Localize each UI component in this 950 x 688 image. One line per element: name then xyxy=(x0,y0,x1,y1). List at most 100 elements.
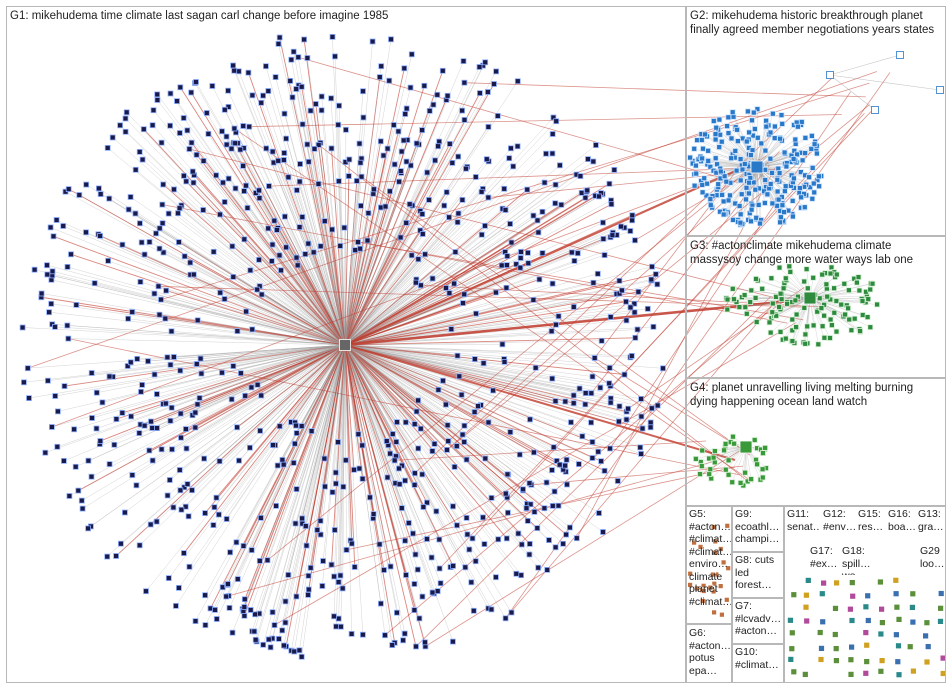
graph-node xyxy=(526,551,533,558)
graph-node xyxy=(50,233,57,240)
graph-node xyxy=(443,189,450,196)
graph-node xyxy=(331,613,337,620)
graph-node xyxy=(730,433,736,440)
graph-node xyxy=(211,504,218,511)
graph-node xyxy=(151,290,158,297)
graph-node xyxy=(97,438,104,444)
graph-node xyxy=(507,429,514,436)
graph-node xyxy=(819,271,826,278)
graph-node xyxy=(691,145,698,152)
graph-node xyxy=(97,191,104,198)
graph-node xyxy=(188,89,195,96)
graph-node xyxy=(184,481,191,488)
graph-node xyxy=(360,114,367,121)
graph-node xyxy=(776,304,782,310)
graph-node xyxy=(136,148,143,155)
graph-node xyxy=(280,157,287,163)
graph-node xyxy=(237,370,244,377)
graph-node xyxy=(265,636,272,643)
graph-node xyxy=(435,386,442,393)
graph-node xyxy=(223,593,230,600)
graph-node xyxy=(774,188,781,195)
graph-node xyxy=(588,419,594,426)
graph-node xyxy=(240,162,247,169)
graph-node xyxy=(248,547,255,553)
graph-node xyxy=(607,314,614,320)
graph-node xyxy=(568,249,575,256)
graph-node xyxy=(476,90,483,96)
graph-node xyxy=(234,424,241,431)
graph-node xyxy=(419,593,426,600)
graph-node xyxy=(535,564,542,571)
graph-node xyxy=(495,536,502,543)
graph-node xyxy=(417,425,424,432)
graph-node xyxy=(699,181,706,188)
graph-node xyxy=(271,217,278,224)
graph-node xyxy=(240,543,247,549)
graph-node xyxy=(132,210,139,217)
graph-node xyxy=(450,503,456,510)
graph-node xyxy=(254,286,261,293)
graph-node xyxy=(228,396,235,403)
graph-node xyxy=(730,216,736,223)
graph-node xyxy=(299,515,306,522)
graph-node xyxy=(468,579,475,586)
graph-node xyxy=(591,355,598,361)
graph-node xyxy=(269,148,276,155)
graph-node xyxy=(809,195,816,202)
graph-node xyxy=(160,249,167,256)
graph-node xyxy=(555,502,562,509)
graph-node xyxy=(715,181,722,188)
graph-node xyxy=(841,280,848,287)
graph-node xyxy=(260,92,267,99)
graph-node xyxy=(570,392,577,399)
graph-node xyxy=(293,422,299,429)
graph-node xyxy=(79,505,86,512)
group-label-g6: G6: #acton… potus epa… xyxy=(689,627,731,677)
graph-node xyxy=(787,616,794,624)
graph-node xyxy=(348,631,355,637)
graph-node xyxy=(281,213,288,220)
graph-node xyxy=(638,395,644,402)
graph-node xyxy=(738,191,745,198)
graph-node xyxy=(164,492,171,499)
graph-node xyxy=(183,178,190,185)
graph-node xyxy=(732,147,739,154)
graph-node xyxy=(357,159,364,166)
graph-node xyxy=(827,270,834,277)
graph-node xyxy=(556,461,563,468)
graph-node xyxy=(396,465,402,472)
graph-node xyxy=(721,447,727,454)
graph-node xyxy=(355,239,361,246)
graph-node xyxy=(470,607,477,614)
graph-node xyxy=(146,447,153,454)
graph-node xyxy=(236,457,242,464)
graph-node xyxy=(652,271,659,278)
group-label-g12: G12: #env… xyxy=(823,508,855,533)
graph-node xyxy=(356,465,363,472)
graph-node xyxy=(377,138,384,145)
graph-node xyxy=(606,364,613,371)
graph-node xyxy=(504,253,511,260)
graph-node xyxy=(181,484,188,491)
graph-node xyxy=(782,335,789,342)
graph-node xyxy=(484,89,491,95)
graph-node xyxy=(869,280,876,287)
graph-node xyxy=(298,83,305,90)
graph-node xyxy=(155,283,162,290)
graph-node xyxy=(735,138,741,145)
graph-node xyxy=(513,570,520,577)
graph-node xyxy=(167,122,174,129)
graph-node xyxy=(146,239,153,245)
graph-node xyxy=(165,575,172,581)
graph-node xyxy=(553,457,560,464)
graph-node xyxy=(294,262,301,269)
graph-node xyxy=(182,426,189,433)
graph-node xyxy=(716,144,723,151)
graph-node xyxy=(590,279,597,286)
graph-node xyxy=(600,235,607,242)
graph-node xyxy=(725,457,732,464)
graph-node xyxy=(280,642,287,649)
graph-node xyxy=(328,561,335,568)
graph-node xyxy=(317,517,324,524)
